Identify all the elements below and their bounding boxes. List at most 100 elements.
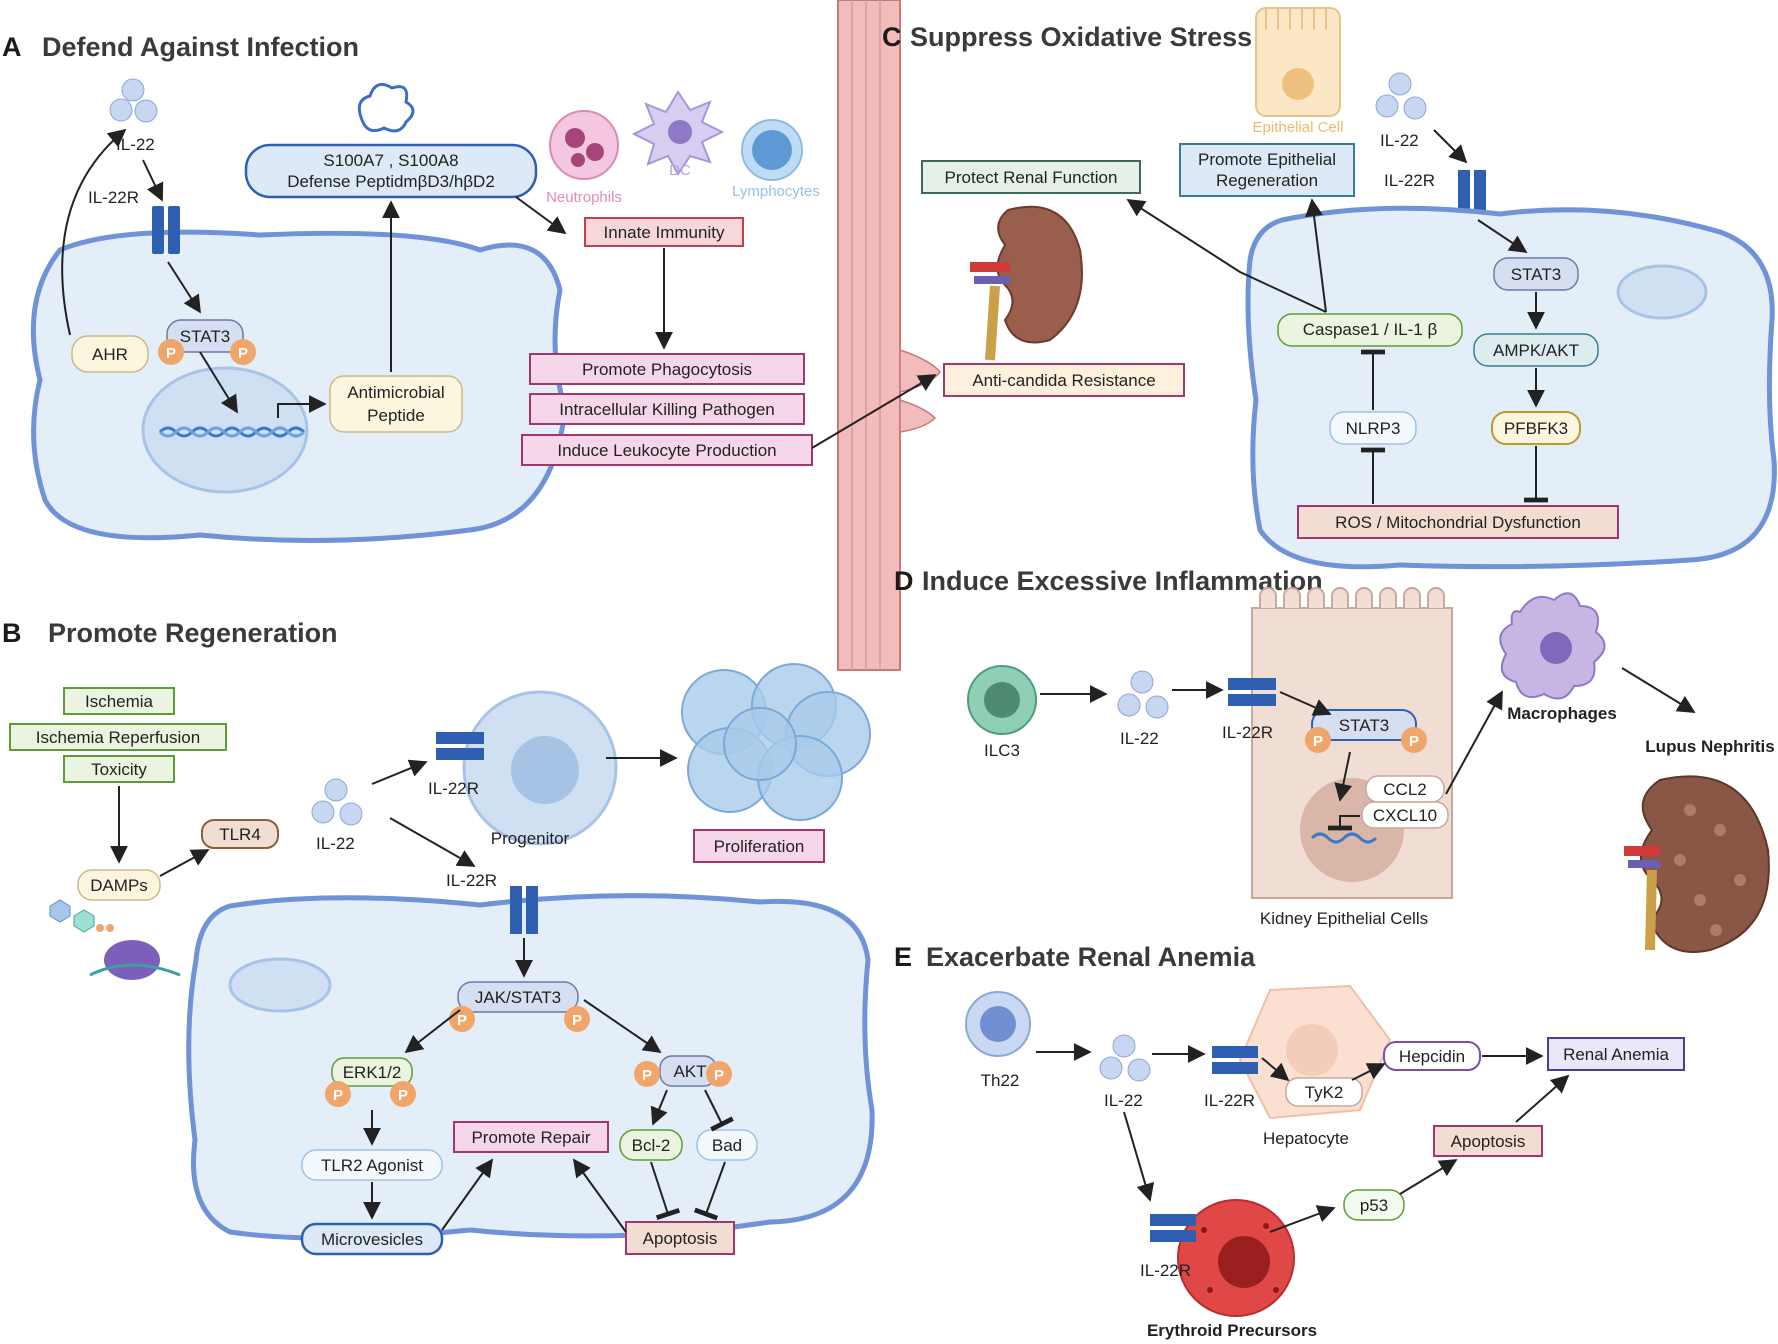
panel-c-letter: C <box>882 22 902 52</box>
p53-node <box>1343 1189 1405 1221</box>
innate-immunity-box <box>584 217 744 247</box>
panel-d: D Induce Excessive Inflammation ILC3 IL-… <box>894 566 1775 953</box>
dendritic-cell-icon <box>631 90 725 176</box>
il22-label: IL-22 <box>1120 729 1159 748</box>
microvesicles-node <box>300 1222 444 1256</box>
protect-renal-box <box>921 160 1141 194</box>
il22-label: IL-22 <box>116 135 155 154</box>
dc-label: DC <box>669 162 691 179</box>
il22r-label: IL-22R <box>1222 723 1273 742</box>
tlr2-agonist-node <box>301 1149 443 1181</box>
panel-b-arrows <box>110 749 734 1233</box>
il22-receptor-icon <box>436 732 484 760</box>
proliferation-box <box>693 829 825 863</box>
nucleosome-icon <box>89 940 181 980</box>
ampk-node <box>1473 333 1599 367</box>
ahr-node <box>71 335 149 373</box>
killing-box <box>529 393 805 425</box>
panel-a-letter: A <box>2 32 22 62</box>
il22-cytokine-icon <box>311 778 363 826</box>
ischemia-box <box>63 687 175 715</box>
erythroid-label: Erythroid Precursors <box>1147 1321 1317 1340</box>
phospho-icon <box>1305 727 1331 753</box>
panel-a-cell <box>30 229 568 543</box>
neutrophils-label: Neutrophils <box>546 189 622 206</box>
nlrp3-node <box>1329 411 1417 445</box>
panel-b: B Promote Regeneration Ischemia Ischemia… <box>2 618 875 1256</box>
c-stat3-node <box>1493 257 1579 291</box>
jak-stat3-label: JAK/STAT3 <box>475 988 561 1007</box>
apoptosis-label: Apoptosis <box>643 1229 718 1248</box>
pfbfk3-label: PFBFK3 <box>1504 419 1568 438</box>
panel-b-nucleus <box>228 957 332 1013</box>
il22-receptor-icon <box>152 206 180 254</box>
ros-box <box>1297 505 1619 539</box>
phospho-icon <box>706 1061 732 1087</box>
dna-icon <box>158 426 306 438</box>
reperfusion-label: Ischemia Reperfusion <box>36 728 200 747</box>
il22r-label: IL-22R <box>446 871 497 890</box>
panel-c: C Suppress Oxidative Stress Epithelial C… <box>882 7 1777 570</box>
tlr4-label: TLR4 <box>219 825 261 844</box>
phospho-icon <box>325 1081 351 1107</box>
il22-receptor-icon <box>1150 1214 1196 1242</box>
macrophages-label: Macrophages <box>1507 704 1617 723</box>
epithelial-regen-label-2: Regeneration <box>1216 171 1318 190</box>
il22-cytokine-icon <box>1117 670 1169 719</box>
il22-cytokine-icon <box>1375 72 1427 120</box>
e-apoptosis-label: Apoptosis <box>1451 1132 1526 1151</box>
il22r-label: IL-22R <box>1384 171 1435 190</box>
ilc3-label: ILC3 <box>984 741 1020 760</box>
panel-b-cell <box>186 893 875 1241</box>
hepatocyte-label: Hepatocyte <box>1263 1129 1349 1148</box>
panel-a-title: Defend Against Infection <box>42 32 359 62</box>
erythroid-precursor-icon <box>1177 1199 1295 1317</box>
ahr-label: AHR <box>92 345 128 364</box>
damps-label: DAMPs <box>90 876 148 895</box>
microvesicles-label: Microvesicles <box>321 1230 423 1249</box>
cxcl10-node <box>1361 801 1449 829</box>
bcl2-label: Bcl-2 <box>632 1136 671 1155</box>
caspase-node <box>1277 313 1463 347</box>
erk-label: ERK1/2 <box>343 1063 402 1082</box>
blood-vessel <box>837 0 941 671</box>
phospho-label: P <box>642 1067 652 1084</box>
leukocyte-label: Induce Leukocyte Production <box>557 441 776 460</box>
epithelial-cell-label: Epithelial Cell <box>1253 119 1344 136</box>
panel-a: A Defend Against Infection IL-22 IL-22R … <box>2 32 937 543</box>
epithelial-cell-icon <box>1255 7 1341 117</box>
stat3-label: STAT3 <box>180 327 230 346</box>
stat3-node <box>166 319 244 353</box>
defense-peptide-box <box>244 143 538 199</box>
protect-renal-label: Protect Renal Function <box>945 168 1118 187</box>
tyk2-node <box>1285 1077 1363 1107</box>
anti-candida-label: Anti-candida Resistance <box>972 371 1155 390</box>
promote-repair-box <box>453 1121 609 1153</box>
proliferating-cells-icon <box>681 663 871 821</box>
renal-anemia-box <box>1547 1037 1685 1071</box>
panel-e-letter: E <box>894 942 912 972</box>
phagocytosis-box <box>529 353 805 385</box>
th22-label: Th22 <box>981 1071 1020 1090</box>
il22-cytokine-icon <box>1099 1034 1151 1082</box>
il22-receptor-icon <box>510 886 538 934</box>
tlr2-label: TLR2 Agonist <box>321 1156 423 1175</box>
panel-c-arrows <box>1126 129 1548 504</box>
defense-peptide-label: Defense PeptidmβD3/hβD2 <box>287 172 495 191</box>
phospho-label: P <box>333 1087 343 1104</box>
diseased-kidney-icon <box>1624 775 1770 953</box>
panel-d-title: Induce Excessive Inflammation <box>922 566 1323 596</box>
panel-d-arrows <box>1040 667 1696 831</box>
il22-label: IL-22 <box>1380 131 1419 150</box>
panel-a-arrows <box>61 128 937 449</box>
protein-icon <box>357 82 415 133</box>
il22r-label: IL-22R <box>1204 1091 1255 1110</box>
akt-label: AKT <box>673 1062 706 1081</box>
promote-repair-label: Promote Repair <box>471 1128 590 1147</box>
apoptosis-box <box>625 1221 735 1255</box>
toxicity-label: Toxicity <box>91 760 147 779</box>
il22r-label: IL-22R <box>428 779 479 798</box>
ccl2-label: CCL2 <box>1383 780 1426 799</box>
pfbfk3-node <box>1491 411 1581 445</box>
erk-node <box>331 1057 413 1087</box>
